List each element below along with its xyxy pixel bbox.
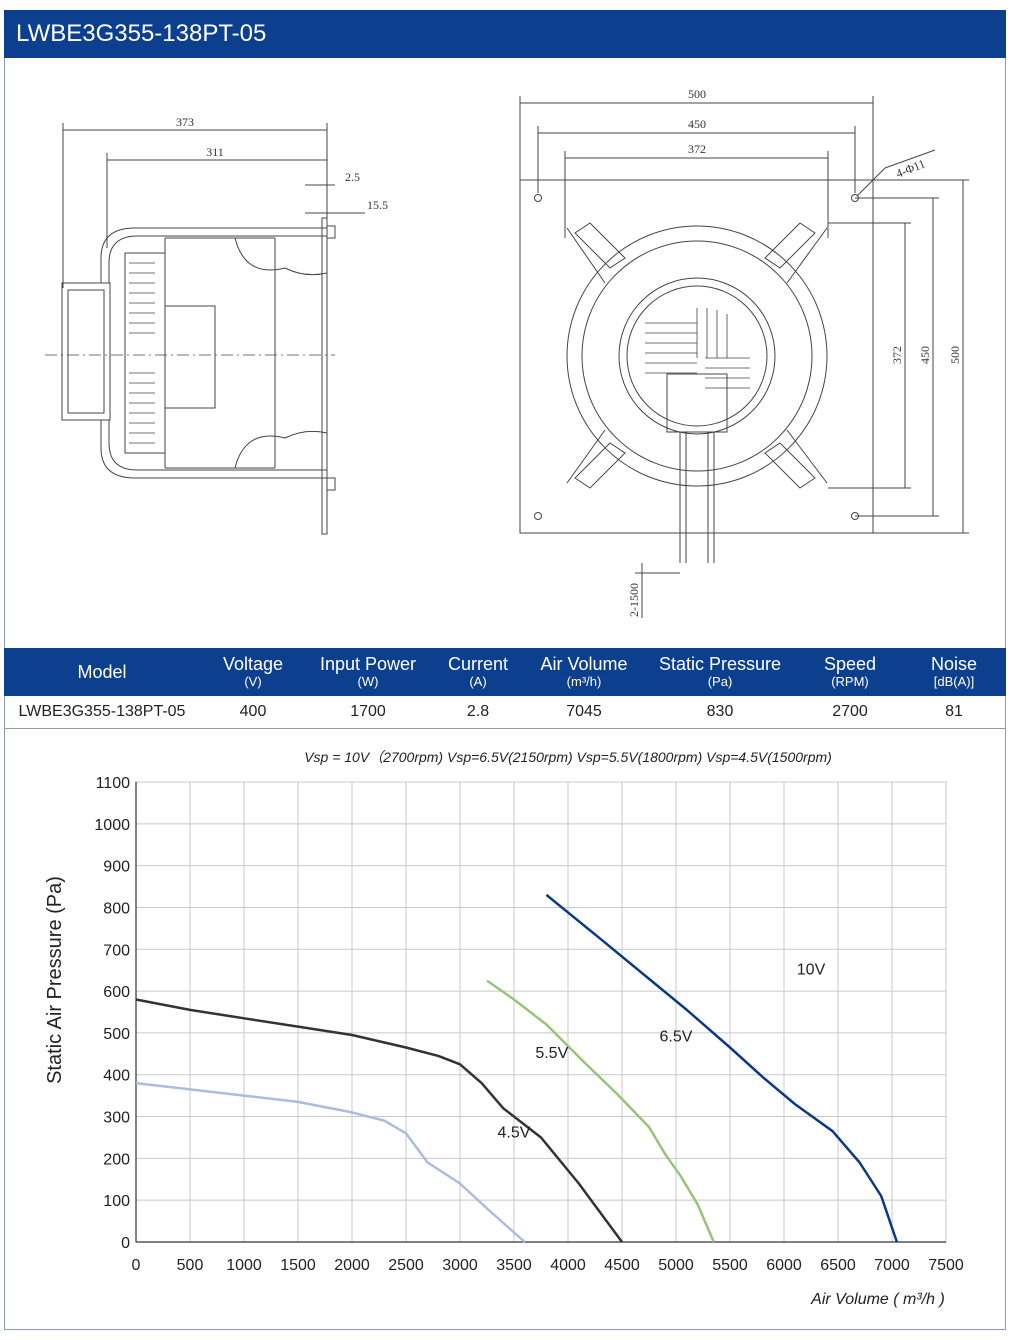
x-tick-label: 3000	[442, 1257, 478, 1274]
col-speed: Speed (RPM)	[798, 648, 902, 696]
y-tick-label: 800	[103, 900, 130, 917]
x-tick-label: 5000	[658, 1257, 694, 1274]
y-tick-label: 500	[103, 1026, 130, 1043]
dim-holes: 4-Φ11	[894, 156, 927, 180]
y-tick-label: 400	[103, 1068, 130, 1085]
col-speed-label: Speed	[823, 654, 877, 674]
x-tick-label: 3500	[496, 1257, 532, 1274]
x-tick-label: 1000	[226, 1257, 262, 1274]
col-current: Current (A)	[430, 648, 526, 696]
chart-title: Vsp = 10V（2700rpm) Vsp=6.5V(2150rpm) Vsp…	[304, 749, 832, 765]
col-static-pressure-label: Static Pressure	[658, 654, 782, 674]
col-input-power-label: Input Power	[319, 654, 417, 674]
x-tick-label: 7500	[928, 1257, 964, 1274]
x-tick-label: 6500	[820, 1257, 856, 1274]
cell-static-pressure: 830	[706, 703, 734, 720]
col-model-label: Model	[77, 662, 127, 682]
dim-front-width-inner: 372	[688, 142, 706, 156]
technical-drawings: 373 311 2.5 15.5	[45, 87, 969, 618]
series-labels: 10V 6.5V 5.5V 4.5V	[498, 961, 826, 1141]
y-tick-label: 0	[121, 1235, 130, 1252]
dim-front-width-outer: 500	[688, 87, 706, 101]
series-label-6-5V: 6.5V	[660, 1028, 693, 1045]
x-tick-label: 500	[177, 1257, 204, 1274]
plot-border	[135, 781, 947, 1243]
col-noise-label: Noise	[930, 654, 978, 674]
chart-series	[135, 893, 899, 1243]
col-current-unit: (A)	[469, 674, 487, 689]
page-title: LWBE3G355-138PT-05	[4, 10, 1006, 58]
dim-flange-offset: 15.5	[367, 198, 388, 212]
spec-table-header: Model Voltage (V) Input Power (W) Curren…	[4, 648, 1006, 696]
series-label-4-5V: 4.5V	[498, 1124, 531, 1141]
chart-grid	[135, 781, 947, 1243]
spec-table-row: LWBE3G355-138PT-05 400 1700 2.8 7045 830…	[4, 696, 1006, 729]
cell-noise: 81	[945, 703, 963, 720]
col-static-pressure: Static Pressure (Pa)	[642, 648, 798, 696]
dim-cable-length: 2-1500	[627, 583, 641, 617]
series-label-5-5V: 5.5V	[535, 1045, 568, 1062]
col-noise-unit: [dB(A)]	[933, 674, 975, 689]
dim-front-height-outer: 500	[948, 346, 962, 364]
col-noise: Noise [dB(A)]	[902, 648, 1006, 696]
col-air-volume-label: Air Volume	[540, 654, 628, 674]
dim-flange-thickness: 2.5	[345, 170, 360, 184]
col-static-pressure-unit: (Pa)	[707, 674, 733, 689]
series-line-4-5V	[135, 1081, 526, 1243]
col-model: Model	[4, 648, 200, 696]
x-tick-labels: 0 500 1000 1500 2000 2500 3000 3500 4000 4500 5000…	[132, 1257, 964, 1274]
cell-current: 2.8	[466, 703, 490, 720]
cell-model: LWBE3G355-138PT-05	[18, 703, 186, 720]
col-voltage: Voltage (V)	[200, 648, 306, 696]
x-tick-label: 4500	[604, 1257, 640, 1274]
dim-front-width-hole: 450	[688, 117, 706, 131]
x-tick-label: 2500	[388, 1257, 424, 1274]
col-air-volume: Air Volume (m³/h)	[526, 648, 642, 696]
col-speed-unit: (RPM)	[831, 674, 869, 689]
y-tick-label: 700	[103, 942, 130, 959]
cell-speed: 2700	[832, 703, 868, 720]
y-tick-label: 900	[103, 859, 130, 876]
performance-chart: Vsp = 10V（2700rpm) Vsp=6.5V(2150rpm) Vsp…	[44, 749, 964, 1308]
series-line-5-5V	[135, 998, 624, 1243]
dim-front-height-inner: 372	[890, 346, 904, 364]
col-voltage-label: Voltage	[222, 654, 284, 674]
y-tick-label: 200	[103, 1151, 130, 1168]
y-tick-label: 600	[103, 984, 130, 1001]
y-tick-label: 1000	[94, 817, 130, 834]
x-tick-label: 2000	[334, 1257, 370, 1274]
y-axis-label: Static Air Pressure (Pa)	[44, 876, 66, 1084]
side-view-drawing	[45, 123, 365, 535]
x-tick-label: 0	[132, 1257, 141, 1274]
y-tick-label: 300	[103, 1110, 130, 1127]
front-view-drawing	[519, 96, 969, 618]
y-tick-labels: 0 100 200 300 400 500 600 700 800 900 1000 1100	[94, 775, 130, 1252]
y-tick-label: 100	[103, 1193, 130, 1210]
y-tick-label: 1100	[96, 775, 131, 792]
series-line-6-5V	[486, 979, 715, 1243]
x-axis-label: Air Volume ( m³/h )	[810, 1291, 945, 1308]
dim-side-inner: 311	[206, 145, 224, 159]
series-line-10V	[545, 893, 899, 1243]
cell-input-power: 1700	[350, 703, 386, 720]
dim-side-overall: 373	[176, 115, 194, 129]
col-current-label: Current	[447, 654, 509, 674]
x-tick-label: 6000	[766, 1257, 802, 1274]
x-tick-label: 4000	[550, 1257, 586, 1274]
col-voltage-unit: (V)	[244, 674, 262, 689]
dim-front-height-hole: 450	[918, 346, 932, 364]
cell-voltage: 400	[239, 703, 267, 720]
cell-air-volume: 7045	[566, 703, 602, 720]
x-tick-label: 7000	[874, 1257, 910, 1274]
col-input-power: Input Power (W)	[306, 648, 430, 696]
x-tick-label: 5500	[712, 1257, 748, 1274]
x-tick-label: 1500	[280, 1257, 316, 1274]
col-air-volume-unit: (m³/h)	[566, 674, 602, 689]
col-input-power-unit: (W)	[357, 674, 379, 689]
series-label-10V: 10V	[797, 961, 826, 978]
